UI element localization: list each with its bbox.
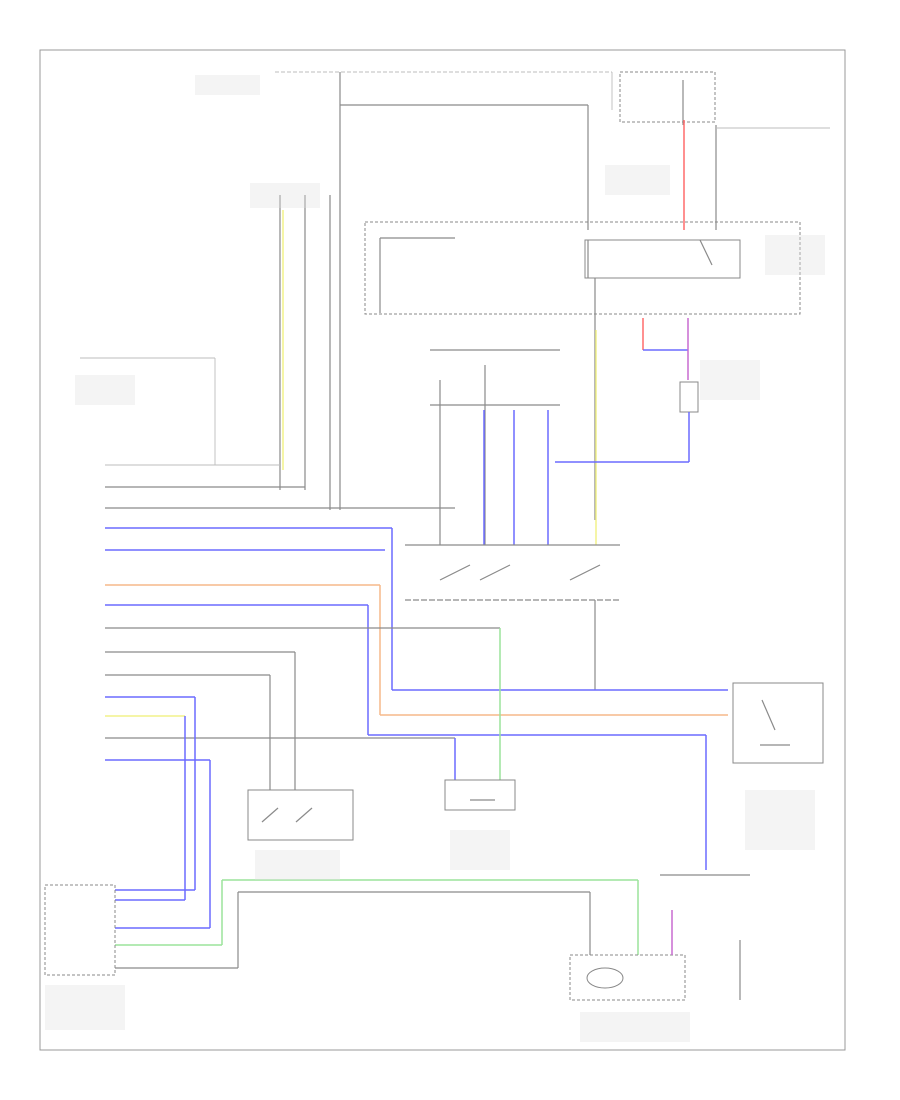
blower-resistor [430,330,597,545]
evaporator-temp-sensor [444,779,516,811]
ecm-bundle [115,697,211,929]
label-blocks [45,75,825,1042]
top-bus [275,71,613,510]
ac-pressure-switch [732,682,824,764]
diagram-frame [39,49,846,1051]
left-connector [80,357,216,465]
ecm [44,884,116,976]
blower-relay [364,221,801,520]
right-wiring [555,318,699,463]
ecm-signals [115,879,639,969]
fan-control-switch [279,195,331,510]
left-harness [105,464,728,870]
compressor-clutch-relay [247,789,354,841]
ac-compressor-clutch [569,874,750,1001]
blower-switch [405,544,620,690]
fuse-block [619,71,830,230]
